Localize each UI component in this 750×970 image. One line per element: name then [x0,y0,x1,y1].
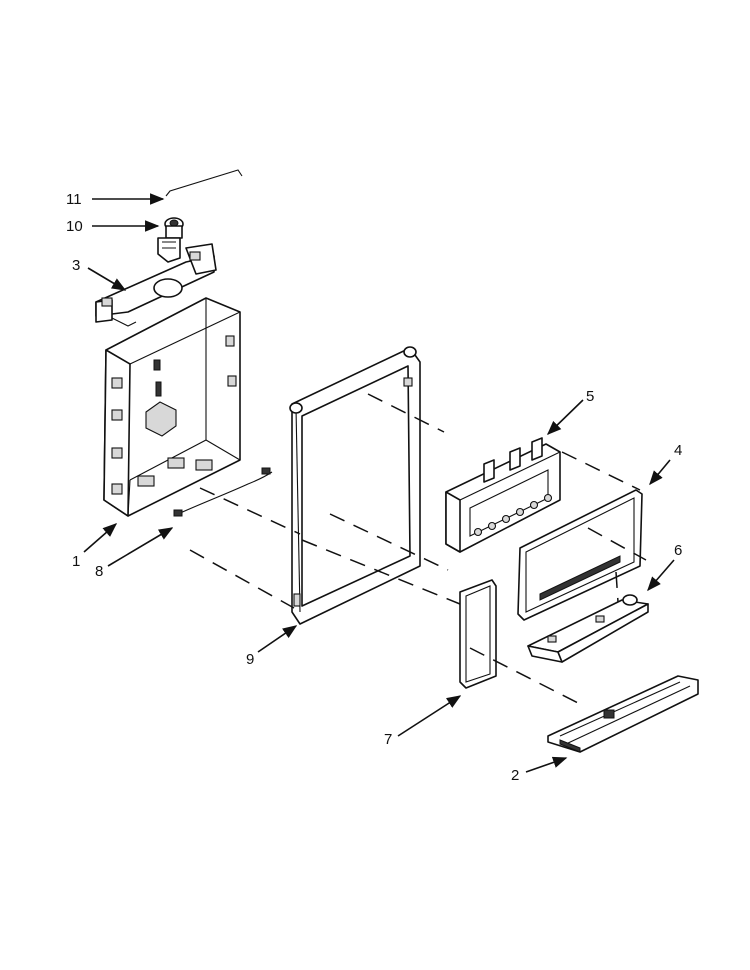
callout-2: 2 [511,767,519,784]
part-10-fitting [157,217,184,263]
callout-10: 10 [66,218,83,235]
part-7-small-panel [459,579,497,689]
callout-5: 5 [586,388,594,405]
part-8-wire-harness [173,467,273,517]
callout-6: 6 [674,542,682,559]
part-5-control-housing [445,437,561,553]
callout-8: 8 [95,563,103,580]
part-1-housing [103,297,241,517]
callout-numbers: 11 10 3 1 8 9 7 2 5 4 6 [66,191,682,784]
part-6-mounting-plate [527,594,649,663]
part-4-front-panel [517,489,643,621]
callout-9: 9 [246,651,254,668]
callout-3: 3 [72,257,80,274]
alignment-lines [189,393,647,707]
part-3-bracket [95,243,217,327]
callout-leaders [83,193,675,773]
callout-11: 11 [66,191,82,208]
part-9-gasket-frame [289,346,421,625]
callout-1: 1 [72,553,80,570]
callout-4: 4 [674,442,682,459]
part-2-drip-tray [547,675,699,753]
callout-7: 7 [384,731,392,748]
part-11-wire [165,169,243,197]
